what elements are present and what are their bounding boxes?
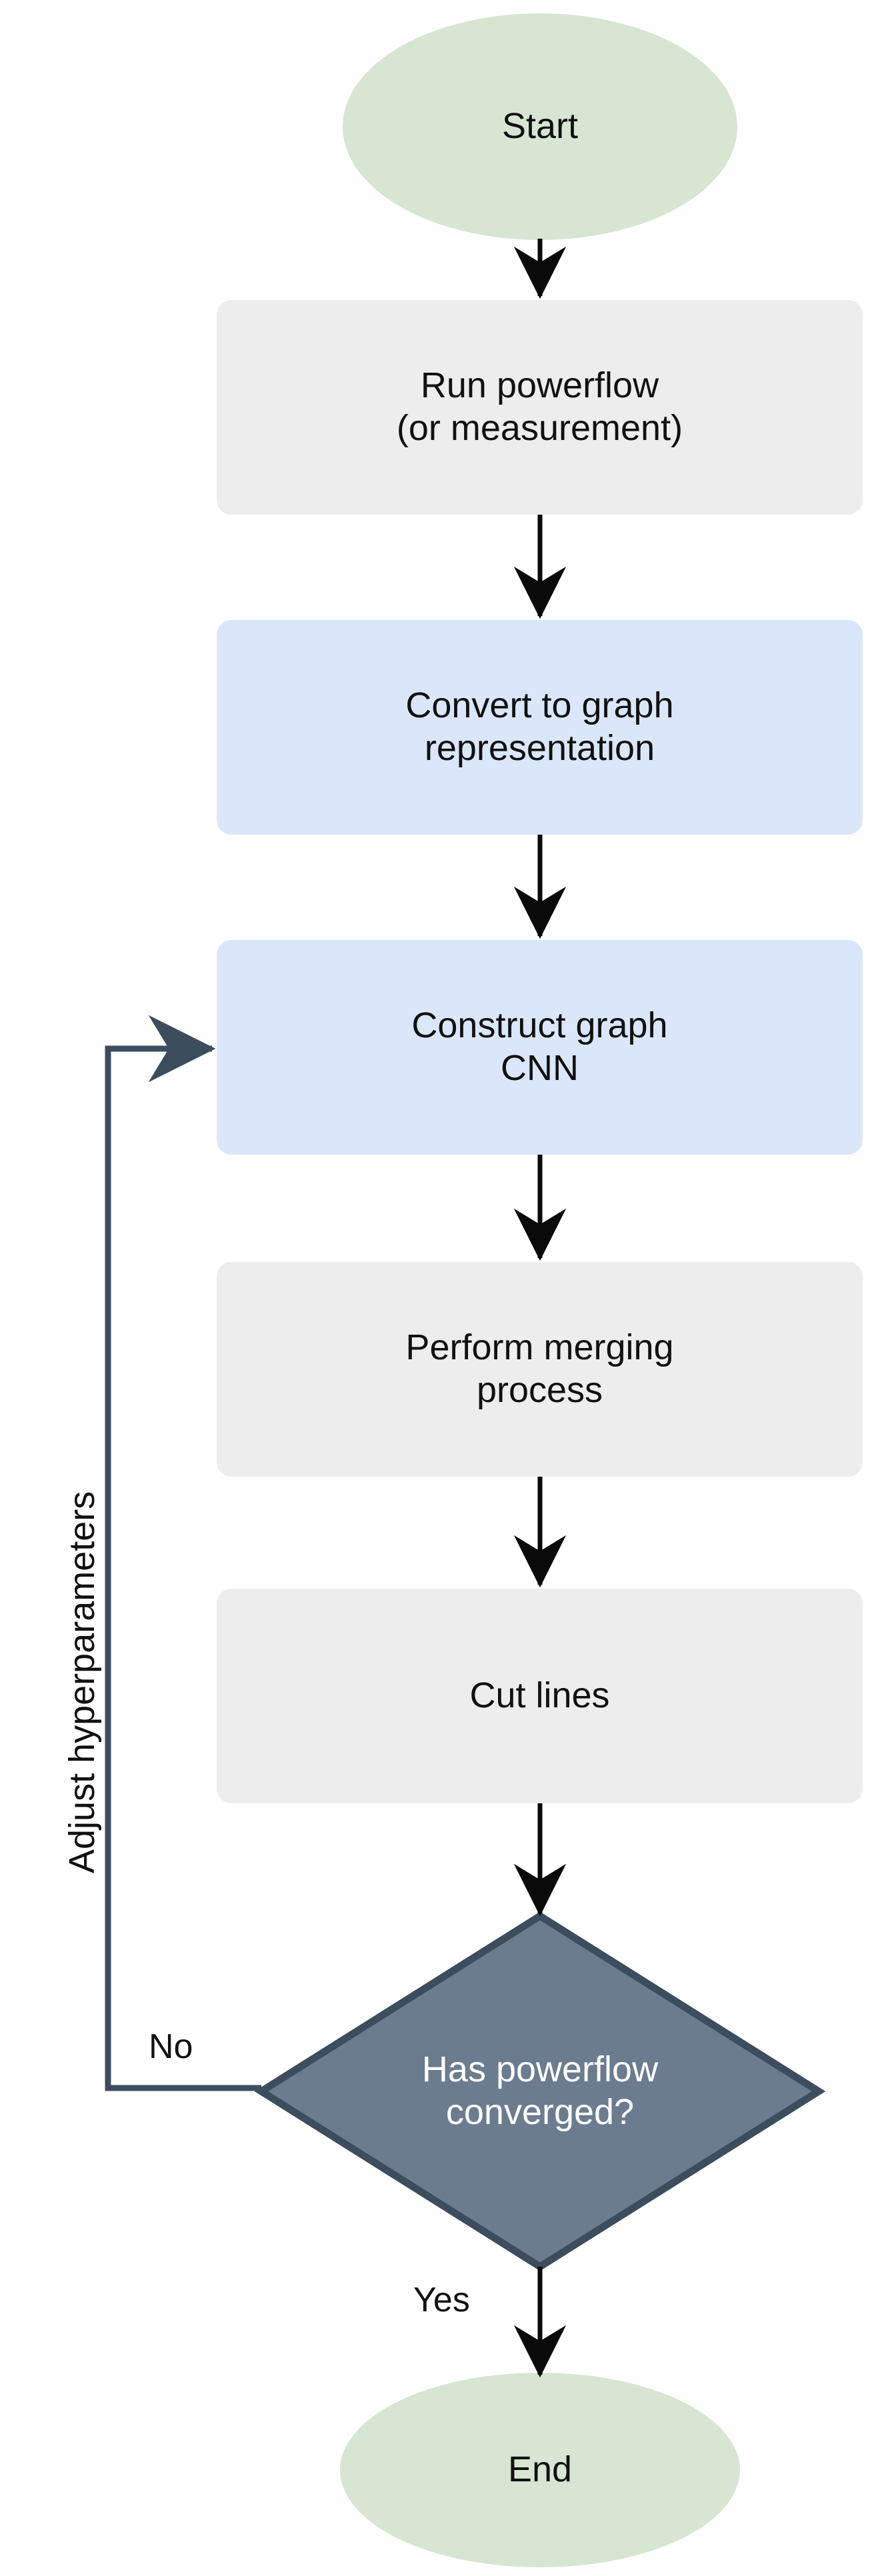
node-merging-shape[interactable] xyxy=(217,1262,863,1477)
node-start-shape[interactable] xyxy=(343,13,737,240)
node-run-powerflow-shape[interactable] xyxy=(217,300,863,515)
edge-converged-no-feedback xyxy=(105,1015,261,2091)
node-convert-graph-shape[interactable] xyxy=(217,620,863,835)
node-cut-lines-shape[interactable] xyxy=(217,1589,863,1803)
node-end-shape[interactable] xyxy=(340,2373,740,2567)
edge-label-yes: Yes xyxy=(413,2281,470,2319)
feedback-annotation-label: Adjust hyperparameters xyxy=(62,1491,102,1873)
node-construct-cnn-shape[interactable] xyxy=(217,940,863,1155)
node-converged-shape[interactable] xyxy=(254,1911,826,2271)
edge-label-no: No xyxy=(149,2027,193,2066)
